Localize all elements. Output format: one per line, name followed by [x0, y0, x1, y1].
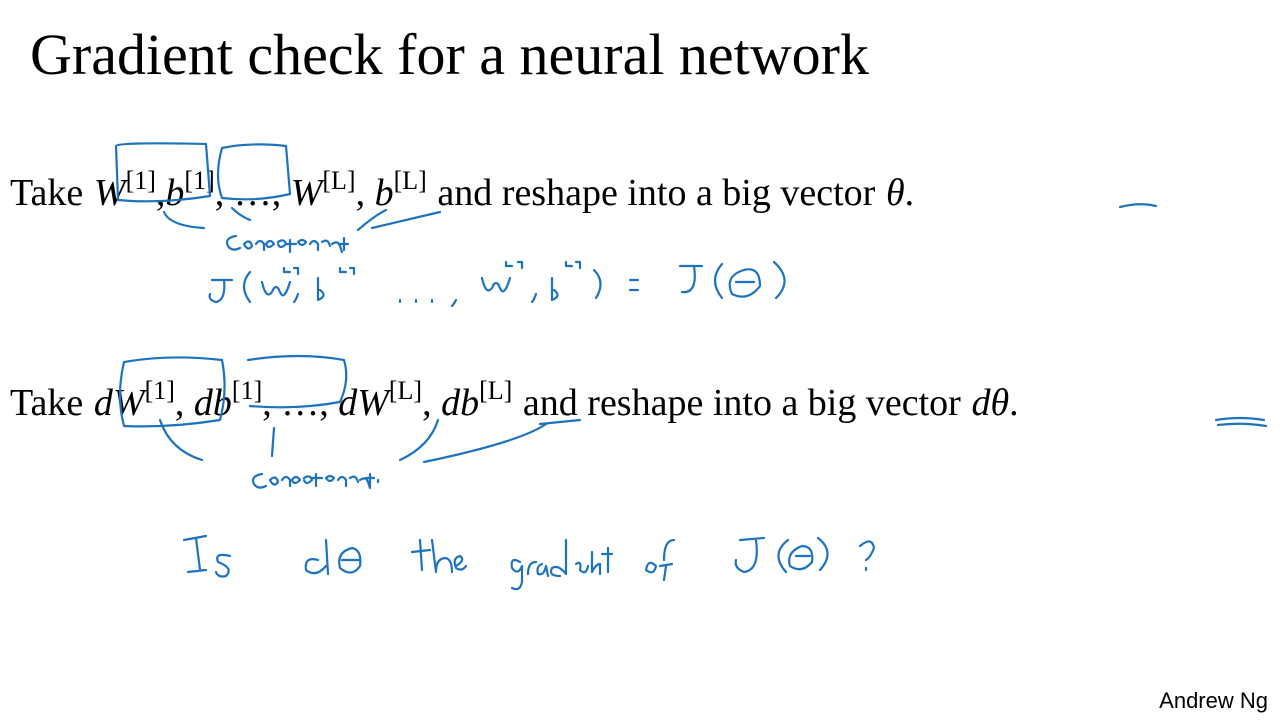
superscript-wl: [L] — [322, 166, 356, 195]
bracket-dw1 — [158, 418, 204, 462]
superscript-b1: [1] — [184, 166, 215, 195]
symbol-bl: b — [374, 172, 394, 214]
concatenate-note-2 — [251, 472, 380, 490]
symbol-dwl: dW — [338, 382, 389, 424]
bracket-db1 — [270, 426, 276, 458]
ellipsis: … — [233, 172, 272, 214]
question-note — [182, 534, 876, 591]
ellipsis: … — [281, 382, 320, 424]
reshape-text: and reshape into a big vector — [522, 382, 961, 424]
take-label: Take — [10, 172, 84, 214]
concatenate-note-1 — [225, 234, 350, 254]
take-label: Take — [10, 382, 84, 424]
reshape-text: and reshape into a big vector — [437, 172, 876, 214]
bracket-dwl — [398, 418, 440, 462]
superscript-w1: [1] — [125, 166, 156, 195]
period: . — [1009, 382, 1019, 424]
symbol-dbl: db — [441, 382, 480, 424]
symbol-theta: θ — [885, 172, 905, 214]
symbol-dw1: dW — [93, 382, 145, 424]
author-credit: Andrew Ng — [1159, 688, 1268, 713]
period: . — [904, 172, 915, 214]
superscript-db1: [1] — [231, 376, 263, 405]
symbol-db1: db — [193, 382, 232, 424]
symbol-b1: b — [165, 172, 185, 214]
symbol-w1: W — [93, 172, 126, 214]
bracket-dbl — [422, 418, 582, 464]
superscript-bl: [L] — [393, 166, 427, 195]
superscript-dbl: [L] — [479, 376, 513, 405]
cost-equation-note — [208, 260, 786, 308]
superscript-dwl: [L] — [388, 376, 423, 405]
underline-theta — [1118, 203, 1158, 209]
slide-title: Gradient check for a neural network — [30, 22, 869, 87]
superscript-dw1: [1] — [144, 376, 175, 405]
symbol-wl: W — [290, 172, 323, 214]
symbol-dtheta: dθ — [971, 382, 1010, 424]
underline-dtheta — [1214, 416, 1268, 428]
